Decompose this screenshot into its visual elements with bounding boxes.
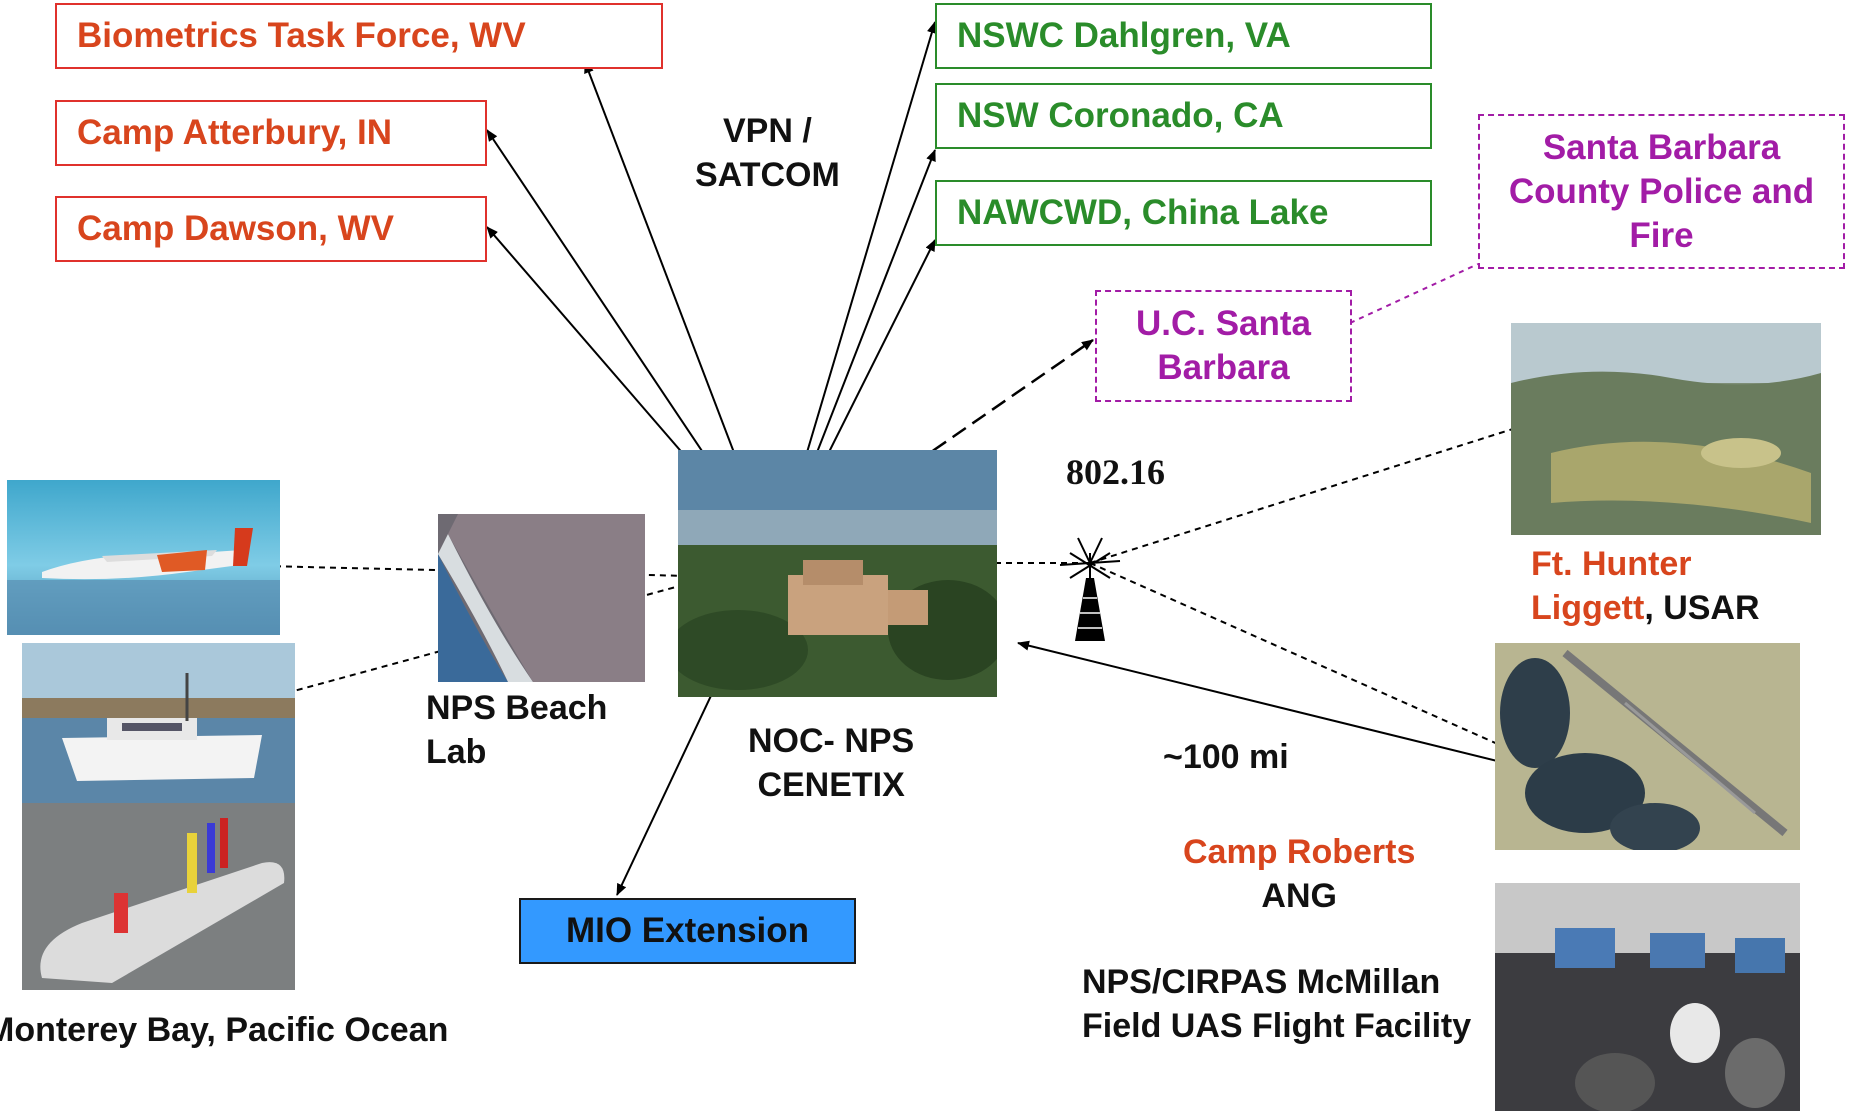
- hunter-line-1: Ft. Hunter: [1531, 545, 1692, 583]
- site-atterbury: Camp Atterbury, IN: [55, 100, 487, 166]
- beach-lab-line-2: Lab: [426, 733, 487, 771]
- hunter-line-2a: Liggett: [1531, 589, 1645, 627]
- auv-vehicle-image: [22, 803, 295, 990]
- site-ucsb: U.C. Santa Barbara: [1095, 290, 1352, 402]
- radio-tower-icon: [1059, 537, 1121, 641]
- hunter-liggett-aerial-image: [1511, 323, 1821, 535]
- control-room-image: [1495, 883, 1800, 1111]
- cirpas-line-2: Field UAS Flight Facility: [1082, 1007, 1472, 1045]
- site-dahlgren: NSWC Dahlgren, VA: [935, 3, 1432, 69]
- camp-roberts-photo: [1495, 643, 1800, 850]
- site-sb-county: Santa Barbara County Police and Fire: [1478, 114, 1845, 269]
- mio-extension-box: MIO Extension: [519, 898, 856, 964]
- uav-aircraft-image: [7, 480, 280, 635]
- mio-extension-label: MIO Extension: [565, 911, 810, 950]
- ucsb-line-2: Barbara: [1157, 348, 1290, 387]
- airfield-aerial-image: [1495, 643, 1800, 850]
- distance-label: ~100 mi: [1163, 738, 1289, 776]
- vpn-label-line-1: VPN /: [723, 112, 812, 150]
- site-dawson-label: Camp Dawson, WV: [77, 209, 394, 248]
- hunter-liggett-label: Ft. Hunter Liggett, USAR: [1531, 542, 1760, 630]
- hunter-line-2b: , USAR: [1644, 589, 1760, 627]
- noc-label: NOC- NPS CENETIX: [748, 719, 914, 807]
- vpn-satcom-label: VPN / SATCOM: [695, 109, 840, 197]
- beach-lab-photo: [438, 514, 645, 682]
- plane-photo: [7, 480, 280, 635]
- beach-aerial-image: [438, 514, 645, 682]
- camp-roberts-label: Camp Roberts ANG: [1183, 830, 1415, 918]
- fort-hunter-liggett-photo: [1511, 323, 1821, 535]
- site-biometrics-label: Biometrics Task Force, WV: [77, 16, 526, 55]
- noc-label-line-1: NOC- NPS: [748, 722, 915, 760]
- site-nawcwd-label: NAWCWD, China Lake: [957, 193, 1329, 232]
- sb-county-line-3: Fire: [1629, 215, 1694, 255]
- site-coronado: NSW Coronado, CA: [935, 83, 1432, 149]
- site-biometrics: Biometrics Task Force, WV: [55, 3, 663, 69]
- research-boat-image: [22, 643, 295, 803]
- ucsb-line-1: U.C. Santa: [1135, 304, 1312, 343]
- beach-lab-line-1: NPS Beach: [426, 689, 608, 727]
- site-atterbury-label: Camp Atterbury, IN: [77, 113, 393, 152]
- roberts-line-1: Camp Roberts: [1183, 833, 1416, 871]
- wimax-label: 802.16: [1066, 452, 1165, 492]
- vpn-label-line-2: SATCOM: [695, 156, 840, 194]
- site-nawcwd: NAWCWD, China Lake: [935, 180, 1432, 246]
- site-dahlgren-label: NSWC Dahlgren, VA: [957, 16, 1291, 55]
- link-ucsb-county: [1349, 263, 1479, 324]
- campus-aerial-image: [678, 450, 997, 697]
- monterey-bay-label: Monterey Bay, Pacific Ocean: [0, 1011, 449, 1049]
- beach-lab-label: NPS Beach Lab: [426, 686, 607, 774]
- cirpas-line-1: NPS/CIRPAS McMillan: [1082, 963, 1441, 1001]
- sb-county-line-2: County Police and: [1508, 171, 1815, 211]
- roberts-line-2: ANG: [1261, 877, 1337, 915]
- cirpas-photo: [1495, 883, 1800, 1111]
- cirpas-label: NPS/CIRPAS McMillan Field UAS Flight Fac…: [1082, 960, 1471, 1048]
- noc-nps-photo: [678, 450, 997, 697]
- site-dawson: Camp Dawson, WV: [55, 196, 487, 262]
- sb-county-line-1: Santa Barbara: [1542, 127, 1781, 167]
- auv-photo: [22, 803, 295, 990]
- boat-photo: [22, 643, 295, 803]
- site-coronado-label: NSW Coronado, CA: [957, 96, 1284, 135]
- noc-label-line-2: CENETIX: [757, 766, 905, 804]
